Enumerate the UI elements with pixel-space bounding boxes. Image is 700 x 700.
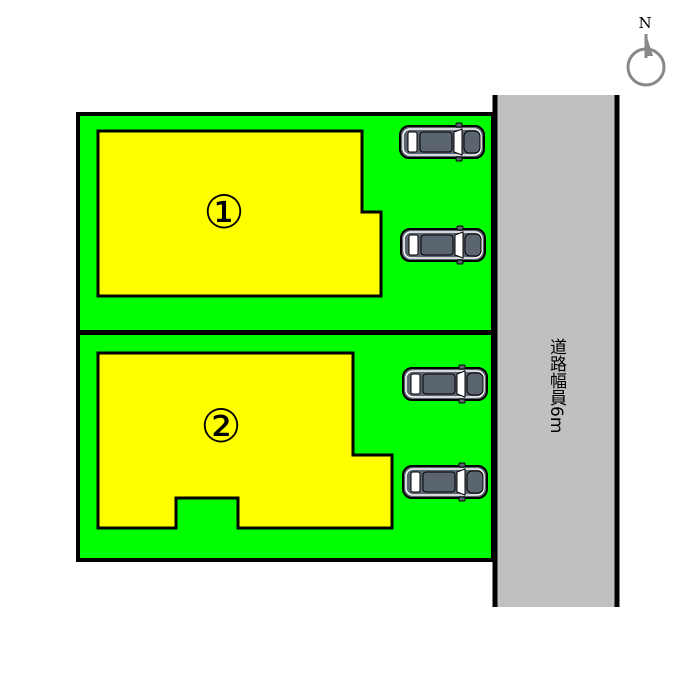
north-label: N: [638, 14, 651, 32]
lot-2-building: [96, 351, 394, 530]
road: 道路幅員6m: [492, 95, 620, 607]
lot-1-building: [96, 129, 383, 298]
lot-2: ②: [76, 331, 495, 562]
road-width-label: 道路幅員6m: [546, 338, 567, 433]
road-surface: [494, 95, 615, 607]
lot-1: ①: [76, 112, 495, 334]
lot-2-number: ②: [200, 399, 241, 453]
lot-1-number: ①: [203, 185, 244, 239]
car-icon: [400, 225, 486, 265]
north-arrow-icon: N: [626, 14, 666, 87]
car-icon: [399, 122, 485, 162]
north-arrow-head: [646, 34, 653, 56]
north-arrow-ring: [626, 47, 666, 87]
car-icon: [402, 462, 488, 502]
car-icon: [402, 364, 488, 404]
